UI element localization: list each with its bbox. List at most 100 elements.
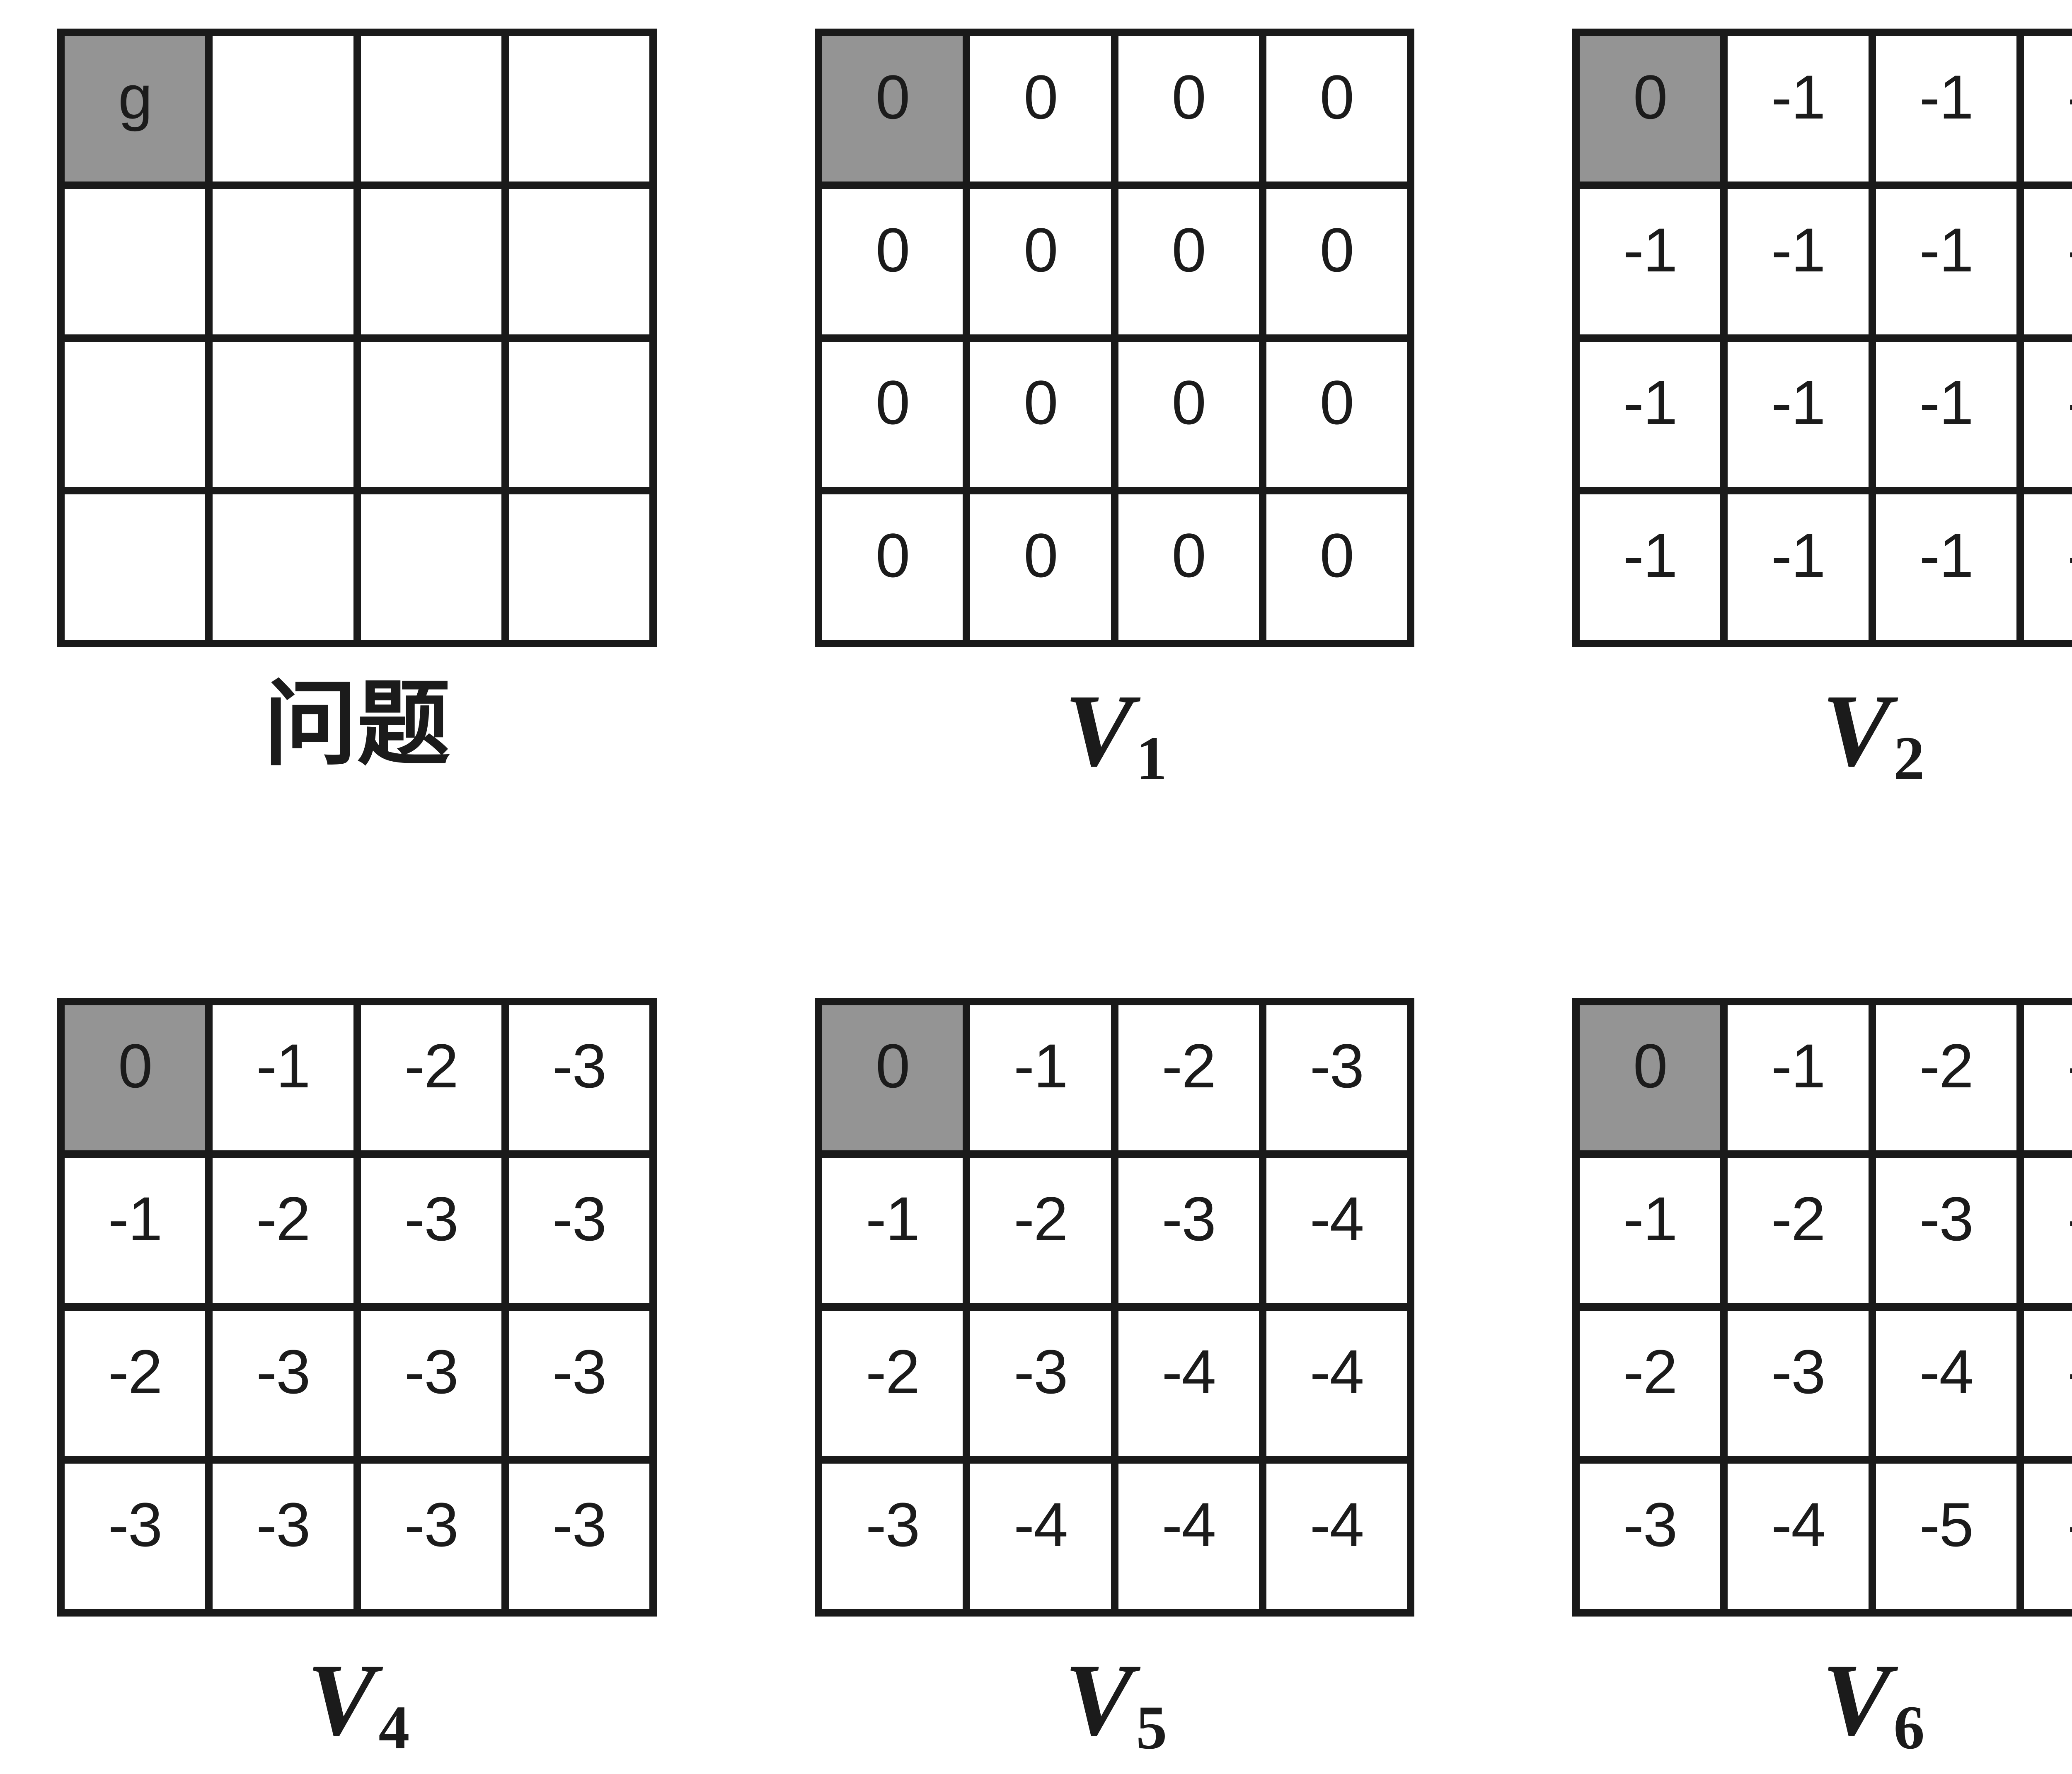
- grid-cell: [361, 189, 501, 334]
- panel-label-problem: 问题: [264, 673, 450, 777]
- goal-cell: g: [65, 36, 206, 182]
- grid-v6: 0 -1 -2 -3 -1 -2 -3 -4 -2 -3 -4 -5 -3 -4…: [1572, 997, 2072, 1617]
- grid-cell: [361, 341, 501, 487]
- grid-cell: -1: [2024, 341, 2072, 487]
- grid-cell: -1: [1876, 341, 2016, 487]
- grid-cell: 0: [1266, 36, 1407, 182]
- grid-cell: -1: [822, 1158, 963, 1303]
- grid-cell: [213, 494, 353, 640]
- panel-label-v4: V4: [307, 1641, 410, 1760]
- grid-cell: -1: [1728, 36, 1869, 182]
- grid-cell: -3: [2024, 1005, 2072, 1151]
- panel-v6: 0 -1 -2 -3 -1 -2 -3 -4 -2 -3 -4 -5 -3 -4…: [1572, 997, 2072, 1760]
- grid-cell: -1: [1876, 494, 2016, 640]
- v-symbol: V: [1064, 673, 1134, 788]
- grid-cell: 0: [970, 494, 1111, 640]
- grid-cell: -2: [970, 1158, 1111, 1303]
- grid-v4: 0 -1 -2 -3 -1 -2 -3 -3 -2 -3 -3 -3 -3 -3…: [57, 997, 657, 1617]
- grid-cell: 0: [822, 494, 963, 640]
- goal-cell: 0: [1580, 36, 1721, 182]
- grid-cell: -3: [361, 1158, 501, 1303]
- v-symbol: V: [307, 1642, 376, 1757]
- panel-label-v6: V6: [1822, 1641, 1925, 1760]
- grid-cell: [65, 341, 206, 487]
- grid-cell: -4: [970, 1463, 1111, 1609]
- grid-cell: 0: [1118, 341, 1259, 487]
- grid-cell: -1: [1728, 341, 1869, 487]
- grid-cell: -1: [2024, 36, 2072, 182]
- grid-cell: -1: [1728, 1005, 1869, 1151]
- panel-label-v1: V1: [1064, 671, 1167, 791]
- grid-cell: -1: [2024, 189, 2072, 334]
- grid-cell: -1: [970, 1005, 1111, 1151]
- grid-cell: 0: [1118, 36, 1259, 182]
- grid-cell: 0: [970, 189, 1111, 334]
- grid-cell: -3: [1266, 1005, 1407, 1151]
- grid-cell: [65, 494, 206, 640]
- grid-cell: [361, 494, 501, 640]
- grid-v5: 0 -1 -2 -3 -1 -2 -3 -4 -2 -3 -4 -4 -3 -4…: [815, 997, 1414, 1617]
- grid-cell: -4: [1266, 1158, 1407, 1303]
- grid-cell: -1: [65, 1158, 206, 1303]
- grid-v2: 0 -1 -1 -1 -1 -1 -1 -1 -1 -1 -1 -1 -1 -1…: [1572, 29, 2072, 647]
- grid-cell: -1: [2024, 494, 2072, 640]
- panel-problem: g 问题: [57, 29, 657, 791]
- grid-cell: -1: [1876, 189, 2016, 334]
- grid-cell: -3: [213, 1311, 353, 1456]
- grid-cell: -1: [1580, 189, 1721, 334]
- grid-cell: -3: [508, 1005, 649, 1151]
- grid-cell: -4: [1266, 1463, 1407, 1609]
- grid-cell: -1: [1580, 341, 1721, 487]
- v-symbol: V: [1064, 1642, 1134, 1757]
- grid-cell: -4: [1118, 1463, 1259, 1609]
- grid-cell: -4: [1266, 1311, 1407, 1456]
- grid-cell: -3: [970, 1311, 1111, 1456]
- grid-cell: -1: [1580, 494, 1721, 640]
- grid-cell: -3: [1728, 1311, 1869, 1456]
- grid-cell: 0: [822, 189, 963, 334]
- grid-cell: -1: [1728, 494, 1869, 640]
- v-symbol: V: [1822, 1642, 1891, 1757]
- grid-cell: -2: [1580, 1311, 1721, 1456]
- goal-cell: 0: [1580, 1005, 1721, 1151]
- grid-cell: 0: [1266, 341, 1407, 487]
- grid-cell: [65, 189, 206, 334]
- grid-cell: -2: [1118, 1005, 1259, 1151]
- grid-cell: -3: [508, 1158, 649, 1303]
- grid-cell: -3: [361, 1311, 501, 1456]
- grid-cell: -2: [1728, 1158, 1869, 1303]
- grid-cell: -2: [822, 1311, 963, 1456]
- goal-cell: 0: [65, 1005, 206, 1151]
- grid-cell: -2: [213, 1158, 353, 1303]
- panel-v1: 0 0 0 0 0 0 0 0 0 0 0 0 0 0 0 0 V1: [815, 29, 1414, 791]
- v-symbol: V: [1822, 673, 1891, 788]
- v-subscript: 5: [1136, 1693, 1167, 1762]
- grid-v1: 0 0 0 0 0 0 0 0 0 0 0 0 0 0 0 0: [815, 29, 1414, 647]
- panel-v2: 0 -1 -1 -1 -1 -1 -1 -1 -1 -1 -1 -1 -1 -1…: [1572, 29, 2072, 791]
- grid-cell: -3: [1118, 1158, 1259, 1303]
- grid-cell: -4: [1118, 1311, 1259, 1456]
- grid-cell: -2: [65, 1311, 206, 1456]
- grid-cell: [508, 36, 649, 182]
- grid-cell: -3: [508, 1311, 649, 1456]
- grid-cell: 0: [1118, 189, 1259, 334]
- grid-problem: g: [57, 29, 657, 647]
- grid-cell: -3: [361, 1463, 501, 1609]
- panel-v5: 0 -1 -2 -3 -1 -2 -3 -4 -2 -3 -4 -4 -3 -4…: [815, 997, 1414, 1762]
- grid-cell: -1: [1876, 36, 2016, 182]
- grid-cell: 0: [1118, 494, 1259, 640]
- grid-cell: -4: [2024, 1158, 2072, 1303]
- grid-cell: -3: [822, 1463, 963, 1609]
- grid-cell: 0: [970, 341, 1111, 487]
- grid-cell: -3: [213, 1463, 353, 1609]
- grid-cell: -4: [1728, 1463, 1869, 1609]
- grid-cell: [508, 189, 649, 334]
- grid-cell: [508, 494, 649, 640]
- grid-cell: -3: [1580, 1463, 1721, 1609]
- v-subscript: 2: [1893, 724, 1925, 793]
- panel-v4: 0 -1 -2 -3 -1 -2 -3 -3 -2 -3 -3 -3 -3 -3…: [57, 997, 657, 1760]
- grid-cell: -3: [1876, 1158, 2016, 1303]
- grid-cell: [213, 36, 353, 182]
- grid-cell: -4: [1876, 1311, 2016, 1456]
- grid-cell: -1: [1728, 189, 1869, 334]
